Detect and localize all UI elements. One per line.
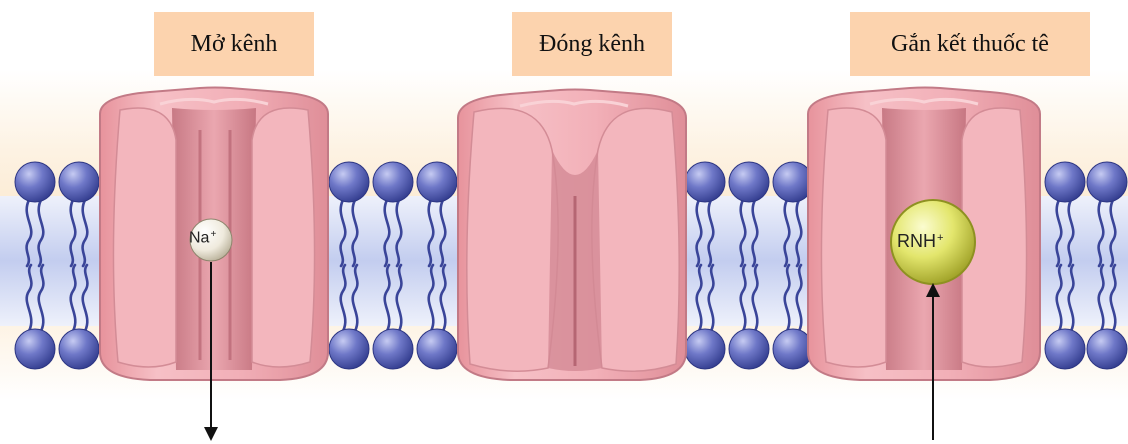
phospholipid-head	[15, 162, 55, 202]
closed-channel-label-text: Đóng kênh	[539, 31, 645, 58]
phospholipid-head	[1087, 329, 1127, 369]
phospholipid-head	[1045, 329, 1085, 369]
drug-molecule-label: RNH+	[897, 231, 944, 252]
closed-channel-label: Đóng kênh	[512, 12, 672, 76]
drug-molecule-symbol: RNH	[897, 231, 936, 251]
phospholipid-head	[685, 162, 725, 202]
sodium-ion-charge: +	[210, 229, 216, 240]
drug-molecule-charge: +	[937, 232, 944, 244]
phospholipid-head	[329, 329, 369, 369]
sodium-ion-label: Na+	[189, 229, 216, 247]
phospholipid-head	[417, 329, 457, 369]
phospholipid-head	[59, 329, 99, 369]
phospholipid-head	[59, 162, 99, 202]
phospholipid-head	[685, 329, 725, 369]
open-channel-label-text: Mở kênh	[191, 31, 278, 58]
phospholipid-head	[329, 162, 369, 202]
phospholipid-head	[1087, 162, 1127, 202]
phospholipid-head	[373, 329, 413, 369]
phospholipid-head	[417, 162, 457, 202]
closed-channel	[458, 90, 686, 381]
phospholipid-head	[1045, 162, 1085, 202]
phospholipid-head	[729, 329, 769, 369]
sodium-ion-symbol: Na	[189, 229, 209, 246]
anesthetic-binding-label: Gắn kết thuốc tê	[850, 12, 1090, 76]
phospholipid-head	[373, 162, 413, 202]
phospholipid-head	[15, 329, 55, 369]
phospholipid-head	[729, 162, 769, 202]
anesthetic-binding-label-text: Gắn kết thuốc tê	[891, 31, 1049, 58]
open-channel-label: Mở kênh	[154, 12, 314, 76]
